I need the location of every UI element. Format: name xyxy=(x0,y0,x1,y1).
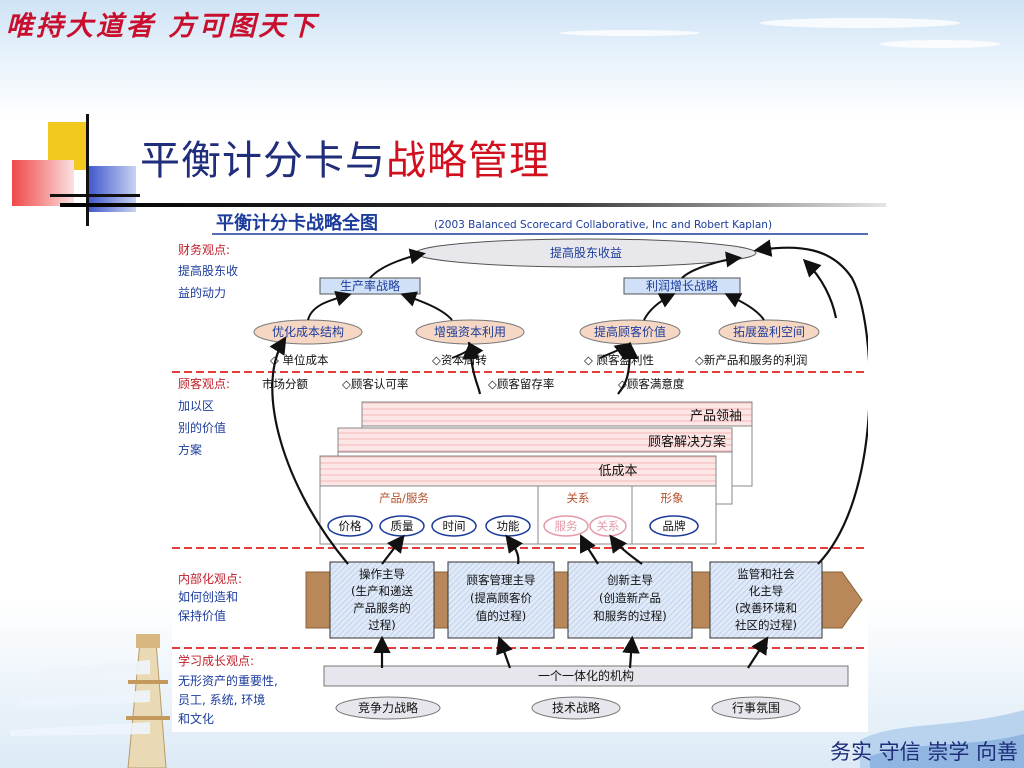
header-motto: 唯持大道者 方可图天下 xyxy=(6,11,319,42)
learning-item: 技术战略 xyxy=(552,700,600,715)
process-line: 产品服务的 xyxy=(353,601,411,615)
attribute-oval xyxy=(327,515,373,537)
column-product-label: 产品/服务 xyxy=(379,491,429,505)
internal-label-title: 内部化观点: xyxy=(178,571,242,586)
layer-front-box xyxy=(319,455,717,487)
process-line: 过程) xyxy=(368,618,396,632)
customer-label-line3: 方案 xyxy=(178,442,202,457)
title-part-2: 战略管理 xyxy=(386,138,550,184)
learning-item: 竞争力战略 xyxy=(358,700,418,715)
financial-node: 拓展盈利空间 xyxy=(733,325,805,339)
attribute-label: 服务 xyxy=(555,519,578,533)
strategy-map-svg: 平衡计分卡战略全图 (2003 Balanced Scorecard Colla… xyxy=(172,212,871,726)
process-line: 创新主导 xyxy=(607,573,653,587)
learning-label-line2: 员工, 系统, 环境 xyxy=(178,692,265,707)
title-decoration xyxy=(10,110,140,226)
customer-metric: ◇顾客留存率 xyxy=(488,377,554,391)
footer-slogan: 务实 守信 崇学 向善 xyxy=(829,740,1018,764)
customer-metric: 市场分额 xyxy=(262,377,308,391)
process-line: 社区的过程) xyxy=(735,618,797,632)
diagram-title: 平衡计分卡战略全图 xyxy=(216,212,378,234)
customer-metric: ◇顾客满意度 xyxy=(618,377,685,391)
learning-label-line3: 和文化 xyxy=(178,711,214,726)
learning-bar xyxy=(323,665,849,687)
attribute-label: 关系 xyxy=(597,519,620,533)
internal-label-line2: 保持价值 xyxy=(178,608,226,623)
attribute-label: 质量 xyxy=(391,519,414,533)
process-line: (改善环境和 xyxy=(735,601,797,615)
learning-label-title: 学习成长观点: xyxy=(178,653,254,668)
financial-node: 增强资本利用 xyxy=(434,325,506,339)
page-title: 平衡计分卡与战略管理 xyxy=(140,128,550,186)
attribute-oval xyxy=(431,515,477,537)
process-box xyxy=(447,561,555,639)
attribute-label: 时间 xyxy=(443,519,466,533)
financial-metric: ◇新产品和服务的利润 xyxy=(695,353,807,367)
learning-item: 行事氛围 xyxy=(732,701,780,715)
column-image-label: 形象 xyxy=(661,491,684,505)
financial-node: 优化成本结构 xyxy=(272,324,344,339)
process-line: 操作主导 xyxy=(359,567,405,581)
learning-items: 竞争力战略 技术战略 行事氛围 xyxy=(335,696,801,720)
financial-metric: ◇ 顾客盈利性 xyxy=(584,353,654,367)
strategy-right-label: 利润增长战略 xyxy=(646,278,718,293)
process-box xyxy=(709,561,823,639)
financial-node: 提高顾客价值 xyxy=(594,324,666,339)
title-part-1: 平衡计分卡与 xyxy=(140,138,386,184)
financial-label-line2: 益的动力 xyxy=(178,285,226,300)
financial-label-line1: 提高股东收 xyxy=(178,263,238,278)
process-box xyxy=(567,561,693,639)
layer-mid-label: 顾客解决方案 xyxy=(648,434,726,450)
attribute-label: 价格 xyxy=(339,519,362,533)
process-line: (提高顾客价 xyxy=(470,591,532,605)
process-line: (创造新产品 xyxy=(599,591,661,605)
process-line: 化主导 xyxy=(749,584,784,598)
financial-nodes: 优化成本结构 增强资本利用 提高顾客价值 拓展盈利空间 xyxy=(253,319,820,345)
learning-item-oval xyxy=(531,696,621,720)
attribute-oval xyxy=(649,515,699,537)
financial-arrows xyxy=(307,248,765,360)
layer-top-label: 产品领袖 xyxy=(690,409,742,424)
top-goal-label: 提高股东收益 xyxy=(550,245,622,260)
customer-label-line1: 加以区 xyxy=(178,399,214,413)
process-line: 和服务的过程) xyxy=(593,609,667,623)
cloud-decoration xyxy=(760,18,960,28)
customer-label-line2: 别的价值 xyxy=(178,420,226,435)
financial-node-oval xyxy=(718,319,820,345)
financial-label-title: 财务观点: xyxy=(178,242,230,257)
strategy-left-label: 生产率战略 xyxy=(340,278,400,293)
process-line: 值的过程) xyxy=(476,609,527,623)
diagram-subtitle: (2003 Balanced Scorecard Collaborative, … xyxy=(434,219,772,231)
customer-attributes: 价格 质量 时间 功能 服务 关系 品牌 xyxy=(327,515,699,537)
process-line: 顾客管理主导 xyxy=(467,573,536,587)
learning-item-oval xyxy=(711,696,801,720)
layer-front-label: 低成本 xyxy=(598,464,637,479)
column-relation-label: 关系 xyxy=(567,491,590,505)
learning-label-line1: 无形资产的重要性, xyxy=(178,673,278,688)
strategy-arrows xyxy=(269,239,871,669)
financial-metric: ◇ 单位成本 xyxy=(270,353,329,367)
internal-processes: 操作主导 (生产和递送 产品服务的 过程) 顾客管理主导 (提高顾客价 值的过程… xyxy=(329,561,823,639)
cloud-decoration xyxy=(560,30,700,36)
process-line: (生产和递送 xyxy=(351,584,413,598)
customer-metrics: 市场分额 ◇顾客认可率 ◇顾客留存率 ◇顾客满意度 xyxy=(262,377,685,391)
layer-top-box xyxy=(361,401,753,427)
attribute-oval xyxy=(543,515,589,537)
layer-mid-box xyxy=(337,427,733,453)
attribute-label: 功能 xyxy=(497,519,520,533)
process-line: 监管和社会 xyxy=(737,567,795,581)
wave-decoration xyxy=(860,710,1024,768)
learning-bar-label: 一个一体化的机构 xyxy=(538,668,634,683)
customer-label-title: 顾客观点: xyxy=(178,376,230,391)
attribute-oval xyxy=(589,515,627,537)
financial-metrics: ◇ 单位成本 ◇资本周转 ◇ 顾客盈利性 ◇新产品和服务的利润 xyxy=(270,353,807,367)
learning-item-oval xyxy=(335,696,441,720)
cloud-decoration xyxy=(880,40,1000,48)
customer-metric: ◇顾客认可率 xyxy=(342,377,408,391)
attribute-label: 品牌 xyxy=(663,519,686,533)
strategy-map-diagram: 平衡计分卡战略全图 (2003 Balanced Scorecard Colla… xyxy=(172,208,871,732)
lighthouse-decoration xyxy=(10,634,170,768)
internal-label-line1: 如何创造和 xyxy=(178,589,238,604)
title-rule xyxy=(60,203,886,207)
